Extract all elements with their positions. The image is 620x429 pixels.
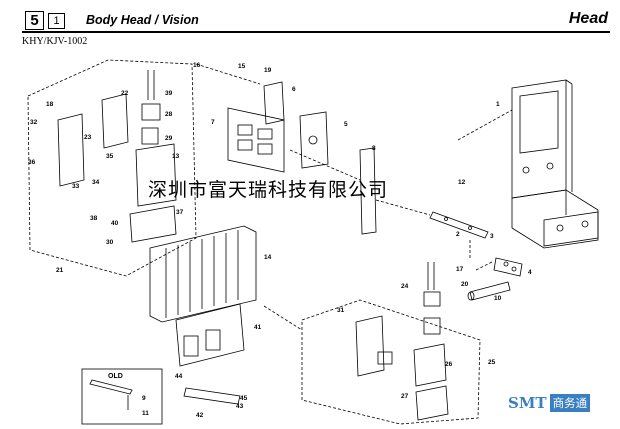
model-code: KHY/KJV-1002 [22,36,88,47]
callout-12: 12 [458,179,466,186]
callout-8: 8 [372,145,376,152]
old-label: OLD [108,373,123,380]
callout-18: 18 [46,101,54,108]
callout-1: 1 [496,101,500,108]
callout-14: 14 [264,254,272,261]
callout-13: 13 [172,153,180,160]
callout-5: 5 [344,121,348,128]
callout-33: 33 [72,183,80,190]
callout-22: 22 [121,90,129,97]
callout-29: 29 [165,135,173,142]
callout-36: 36 [28,159,36,166]
callout-7: 7 [211,119,215,126]
sub-section-number: 1 [48,13,65,29]
callout-40: 40 [111,220,119,227]
cylinder-part [467,281,511,301]
header-rule [22,31,610,33]
right-head-unit [355,262,449,421]
bracket-bar-part [429,211,489,239]
bottom-strip-part [183,387,241,405]
callout-30: 30 [106,239,114,246]
leader-lines [195,63,513,331]
assembly-25-boundary [301,299,481,425]
bracket-part-8 [359,147,377,235]
callout-3: 3 [490,233,494,240]
smt-brand-text: SMT [508,394,547,412]
callout-37: 37 [176,209,184,216]
callout-17: 17 [456,266,464,273]
callout-45: 45 [240,395,248,402]
callout-6: 6 [292,86,296,93]
callout-39: 39 [165,90,173,97]
nozzle-head-bank [149,225,257,367]
callout-26: 26 [445,361,453,368]
smt-logo-badge: SMT 商务通 [508,394,591,412]
callout-44: 44 [175,373,183,380]
callout-38: 38 [90,215,98,222]
old-parts-box [81,368,163,425]
callout-24: 24 [401,283,409,290]
callout-2: 2 [456,231,460,238]
plate-part-5 [299,111,329,169]
clamp-part [493,257,523,277]
page-title: Body Head / Vision [86,13,199,27]
bracket-part-6 [263,81,285,125]
vision-plate-part [227,107,285,173]
callout-15: 15 [238,63,246,70]
callout-16: 16 [193,62,201,69]
callout-28: 28 [165,111,173,118]
callout-10: 10 [494,295,502,302]
assembly-21-boundary [27,59,197,277]
company-watermark: 深圳市富天瑞科技有限公司 [148,179,389,201]
callout-32: 32 [30,119,38,126]
callout-20: 20 [461,281,469,288]
callout-43: 43 [236,403,244,410]
callout-25: 25 [488,359,496,366]
section-title: Head [568,10,608,27]
callout-31: 31 [337,307,345,314]
callout-42: 42 [196,412,204,419]
callout-27: 27 [401,393,409,400]
callout-19: 19 [264,67,272,74]
callout-4: 4 [528,269,532,276]
callout-labels: 1 2 3 4 5 6 7 8 9 10 11 12 13 14 15 16 1… [28,62,532,419]
callout-9: 9 [142,395,146,402]
old-bracket-part [89,379,133,410]
head-frame-part [511,79,599,249]
callout-41: 41 [254,324,262,331]
callout-34: 34 [92,179,100,186]
callout-23: 23 [84,134,92,141]
section-number: 5 [25,11,44,30]
callout-35: 35 [106,153,114,160]
smt-brand-label: 商务通 [549,394,591,412]
callout-21: 21 [56,267,64,274]
callout-11: 11 [142,410,149,417]
left-head-unit [57,70,177,243]
